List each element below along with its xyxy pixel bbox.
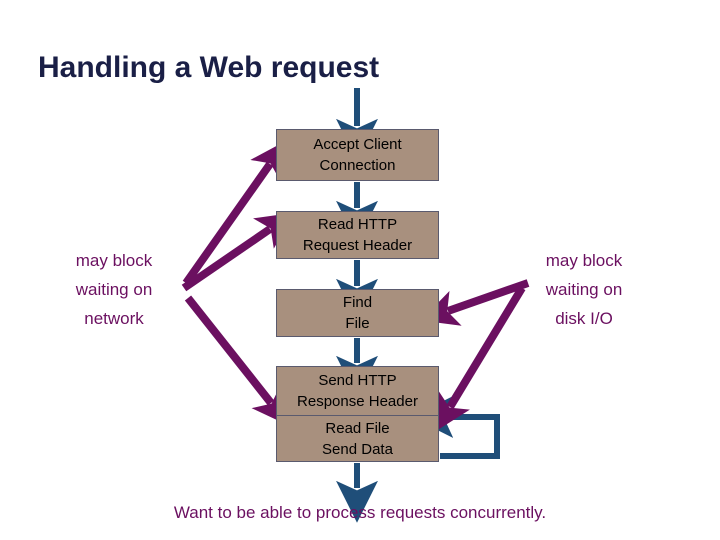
process-box-read-file-send-data[interactable]: Read File Send Data bbox=[276, 416, 439, 462]
annotation-network-block: may block waiting on network bbox=[44, 246, 184, 333]
process-box-read-http-request-header[interactable]: Read HTTP Request Header bbox=[276, 211, 439, 259]
read-send-loop-arrow bbox=[411, 396, 500, 459]
annotation-disk-block: may block waiting on disk I/O bbox=[514, 246, 654, 333]
annotation-network-line3: network bbox=[84, 309, 144, 328]
annotation-disk-line3: disk I/O bbox=[555, 309, 613, 328]
block-arrow-network-to-readhdr bbox=[181, 212, 294, 292]
process-box-send-http-response-header[interactable]: Send HTTP Response Header bbox=[276, 366, 439, 416]
block-arrow-disk-to-sendhdr bbox=[435, 285, 526, 432]
process-box-accept-line1: Accept Client bbox=[313, 136, 402, 153]
process-box-find-file[interactable]: Find File bbox=[276, 289, 439, 337]
process-box-readhdr-line1: Read HTTP bbox=[317, 216, 398, 233]
annotation-disk-line1: may block bbox=[545, 251, 623, 270]
process-box-findfile-line2: File bbox=[345, 315, 370, 332]
page-title: Handling a Web request bbox=[38, 51, 380, 84]
slide-caption: Want to be able to process requests conc… bbox=[173, 503, 547, 522]
process-box-readhdr-line2: Request Header bbox=[302, 237, 413, 254]
annotation-disk-line2: waiting on bbox=[545, 280, 623, 299]
process-box-accept-line2: Connection bbox=[319, 157, 396, 174]
annotation-network-line2: waiting on bbox=[75, 280, 153, 299]
block-arrow-network-to-accept bbox=[182, 140, 287, 286]
process-box-sendhdr-line2: Response Header bbox=[297, 393, 418, 410]
annotation-network-line1: may block bbox=[75, 251, 153, 270]
process-box-accept[interactable]: Accept Client Connection bbox=[276, 129, 439, 181]
process-box-findfile-line1: Find bbox=[342, 294, 373, 311]
process-box-sendhdr-line1: Send HTTP bbox=[318, 372, 397, 389]
process-box-readsend-line2: Send Data bbox=[322, 440, 393, 458]
process-box-readsend-line1: Read File bbox=[325, 419, 390, 437]
block-arrow-network-to-sendhdr bbox=[184, 295, 289, 426]
